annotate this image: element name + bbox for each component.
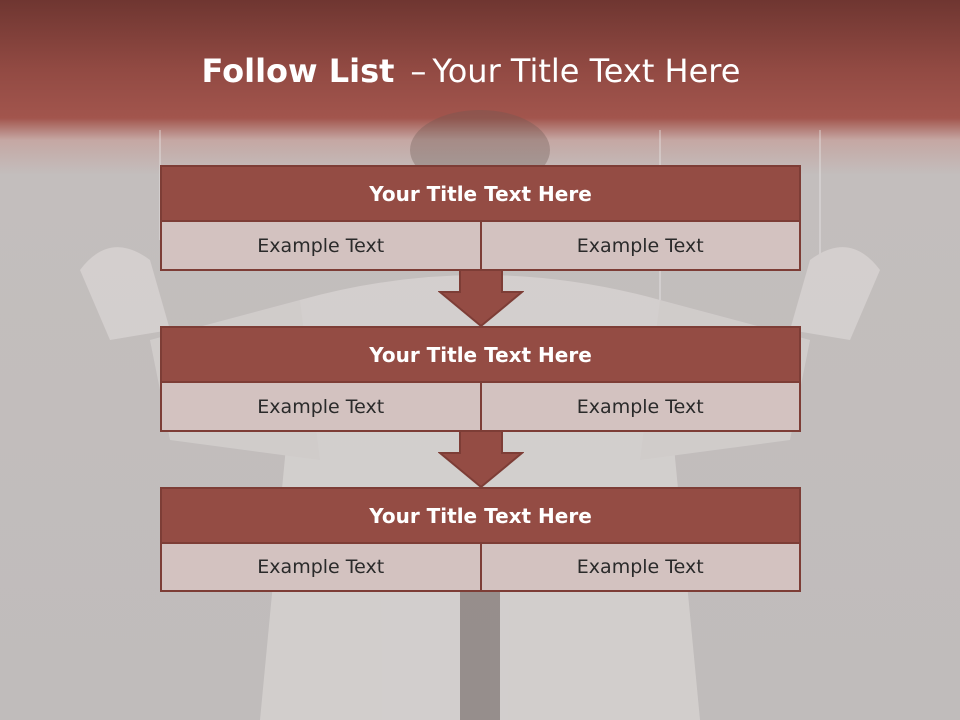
block-3-right-text: Example Text: [479, 544, 801, 592]
block-1-row: Example Text Example Text: [160, 222, 801, 271]
title-separator: –: [410, 52, 427, 90]
block-2-row: Example Text Example Text: [160, 383, 801, 432]
slide-title: Follow List–Your Title Text Here: [0, 52, 942, 90]
block-3-left-text: Example Text: [160, 544, 482, 592]
title-bold-part: Follow List: [201, 52, 395, 90]
list-block-1: Your Title Text Here Example Text Exampl…: [160, 165, 801, 271]
block-2-right-text: Example Text: [479, 383, 801, 432]
block-3-row: Example Text Example Text: [160, 544, 801, 592]
block-1-left-text: Example Text: [160, 222, 482, 271]
down-arrow-icon: [438, 270, 524, 328]
down-arrow-icon: [438, 431, 524, 489]
block-2-left-text: Example Text: [160, 383, 482, 432]
list-block-2: Your Title Text Here Example Text Exampl…: [160, 326, 801, 432]
list-block-3: Your Title Text Here Example Text Exampl…: [160, 487, 801, 592]
block-1-title: Your Title Text Here: [160, 165, 801, 222]
title-rest-part: Your Title Text Here: [432, 52, 741, 90]
block-3-title: Your Title Text Here: [160, 487, 801, 544]
block-1-right-text: Example Text: [479, 222, 801, 271]
block-2-title: Your Title Text Here: [160, 326, 801, 383]
